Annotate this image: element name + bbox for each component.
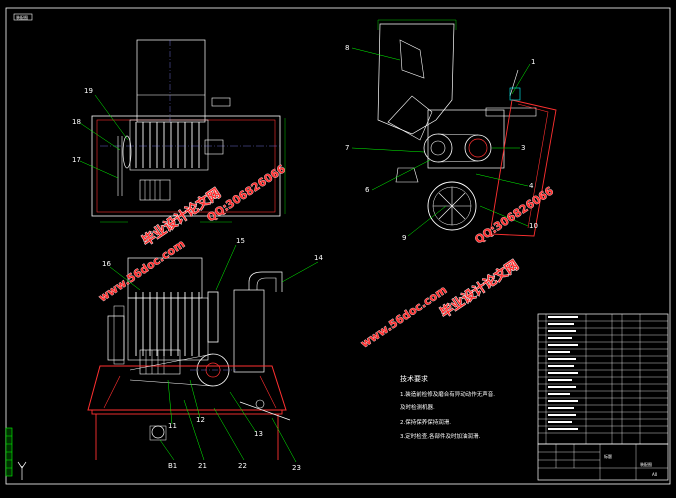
part-label: 8 <box>345 44 349 52</box>
sheet-size: A0 <box>652 472 658 477</box>
title-block-label: 标题 <box>604 453 612 459</box>
part-label: 22 <box>238 462 247 470</box>
part-label: 14 <box>314 254 323 262</box>
corner-tag: 装配图 <box>16 14 28 20</box>
part-label: 1 <box>531 58 535 66</box>
part-label: 16 <box>102 260 111 268</box>
watermark-qq: QQ:306826066 <box>472 184 556 246</box>
technical-requirements: 技术要求 1.装造前检修及磨合有异动动作无声音. 及时检测机器. 2.保持保养保… <box>400 374 495 440</box>
part-label: B1 <box>168 462 177 470</box>
part-label: 11 <box>168 422 177 430</box>
requirements-heading: 技术要求 <box>400 374 428 383</box>
part-label: 7 <box>345 144 349 152</box>
requirement-item: 及时检测机器. <box>400 403 435 411</box>
front-view <box>87 257 291 460</box>
part-label: 13 <box>254 430 263 438</box>
left-ruler <box>5 427 13 477</box>
part-label: 10 <box>529 222 538 230</box>
bom-table <box>537 313 669 445</box>
corner-tag-box <box>13 13 33 21</box>
side-view <box>377 19 557 237</box>
part-label: 19 <box>84 87 93 95</box>
part-label: 4 <box>529 182 534 190</box>
front-view-labels: 16 15 14 11 12 13 B1 21 22 23 <box>102 237 323 472</box>
requirement-item: 2.保持保养保持润滑. <box>400 418 451 426</box>
watermark-site: www.56doc.com <box>96 237 187 304</box>
watermark-brand: 毕业设计论文网 <box>437 257 521 321</box>
part-label: 17 <box>72 156 81 164</box>
title-block: 标题 装配图 A0 <box>537 443 669 481</box>
requirement-item: 3.定时检查,各部件及时加油润滑. <box>400 432 480 440</box>
requirement-item: 1.装造前检修及磨合有异动动作无声音. <box>400 390 495 398</box>
part-label: 18 <box>72 118 81 126</box>
part-label: 12 <box>196 416 205 424</box>
sheet-border <box>5 7 671 485</box>
part-label: 21 <box>198 462 207 470</box>
part-label: 23 <box>292 464 301 472</box>
top-view-labels: 19 18 17 <box>72 87 129 179</box>
side-view-labels: 8 7 6 9 1 3 4 10 <box>345 44 538 242</box>
part-label: 3 <box>521 144 525 152</box>
watermark-site: www.56doc.com <box>358 283 449 350</box>
top-view <box>91 39 286 223</box>
part-label: 6 <box>365 186 370 194</box>
ucs-icon <box>17 461 27 480</box>
part-label: 9 <box>402 234 406 242</box>
watermarks: 毕业设计论文网 QQ:306826066 www.56doc.com 毕业设计论… <box>96 162 556 351</box>
part-label: 15 <box>236 237 245 245</box>
drawing-name: 装配图 <box>640 461 652 467</box>
